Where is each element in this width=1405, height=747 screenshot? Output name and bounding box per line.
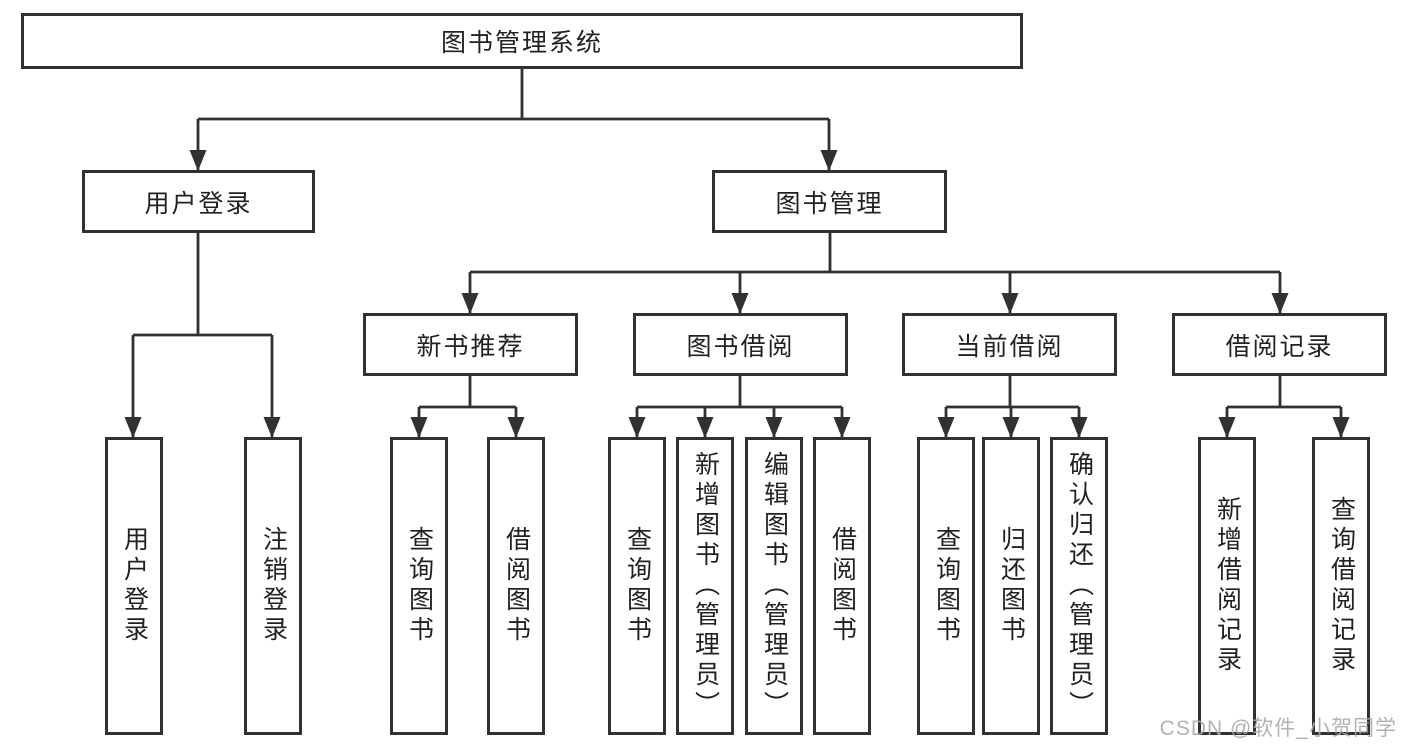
node-user-login: 用户登录 [82, 170, 315, 233]
leaf-borrow-books-label: 借阅图书 [502, 526, 531, 646]
leaf-query-books-2-label: 查询图书 [623, 526, 652, 646]
leaf-return-books-label: 归还图书 [997, 526, 1026, 646]
leaf-logout: 注销登录 [244, 437, 302, 735]
node-root: 图书管理系统 [21, 13, 1023, 69]
leaf-logout-label: 注销登录 [259, 526, 288, 646]
node-new-book-recommend: 新书推荐 [363, 313, 578, 376]
leaf-query-borrow-record: 查询借阅记录 [1312, 437, 1370, 735]
leaf-borrow-books-2-label: 借阅图书 [828, 526, 857, 646]
leaf-borrow-books: 借阅图书 [487, 437, 545, 735]
leaf-return-books: 归还图书 [982, 437, 1040, 735]
leaf-query-books-label: 查询图书 [405, 526, 434, 646]
connector-lines [133, 69, 1341, 409]
leaf-confirm-return-admin-label: 确认归还（管理员） [1065, 451, 1094, 721]
node-current-borrow: 当前借阅 [902, 313, 1117, 376]
node-book-management-label: 图书管理 [775, 189, 884, 218]
leaf-borrow-books-2: 借阅图书 [813, 437, 871, 735]
leaf-add-books-admin: 新增图书（管理员） [676, 437, 734, 735]
node-book-management: 图书管理 [712, 170, 947, 233]
leaf-add-borrow-record-label: 新增借阅记录 [1213, 496, 1242, 676]
node-user-login-label: 用户登录 [144, 189, 253, 218]
leaf-query-books: 查询图书 [390, 437, 448, 735]
leaf-query-books-3-label: 查询图书 [932, 526, 961, 646]
leaf-user-login: 用户登录 [105, 437, 163, 735]
leaf-add-books-admin-label: 新增图书（管理员） [691, 451, 720, 721]
leaf-edit-books-admin: 编辑图书（管理员） [745, 437, 803, 735]
leaf-query-borrow-record-label: 查询借阅记录 [1327, 496, 1356, 676]
leaf-user-login-label: 用户登录 [120, 526, 149, 646]
node-borrow-records: 借阅记录 [1172, 313, 1387, 376]
watermark-text: CSDN @软件_小贺同学 [1159, 717, 1397, 740]
leaf-query-books-2: 查询图书 [608, 437, 666, 735]
leaf-add-borrow-record: 新增借阅记录 [1198, 437, 1256, 735]
node-current-borrow-label: 当前借阅 [955, 332, 1064, 361]
leaf-query-books-3: 查询图书 [917, 437, 975, 735]
leaf-confirm-return-admin: 确认归还（管理员） [1050, 437, 1108, 735]
node-new-book-recommend-label: 新书推荐 [416, 332, 525, 361]
node-book-borrow: 图书借阅 [633, 313, 848, 376]
node-borrow-records-label: 借阅记录 [1225, 332, 1334, 361]
leaf-edit-books-admin-label: 编辑图书（管理员） [760, 451, 789, 721]
node-book-borrow-label: 图书借阅 [686, 332, 795, 361]
node-root-label: 图书管理系统 [440, 29, 603, 57]
